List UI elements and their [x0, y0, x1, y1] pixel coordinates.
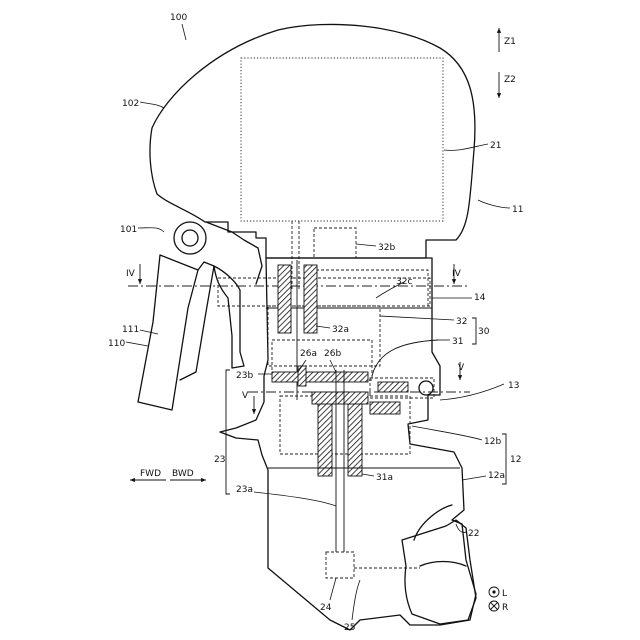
lead-22 [456, 524, 466, 533]
gear-31a-right [348, 400, 362, 476]
label-32b: 32b [378, 243, 395, 253]
lead-102 [140, 102, 164, 108]
label-111: 111 [122, 325, 139, 335]
shift-pivot [419, 381, 433, 395]
lead-32b [356, 244, 376, 246]
label-30: 30 [478, 327, 490, 337]
label-31: 31 [452, 337, 463, 347]
propeller-22 [402, 520, 476, 624]
bracket-upper [206, 222, 262, 284]
lead-32 [380, 316, 454, 320]
label-L: L [502, 589, 507, 599]
lead-21 [444, 144, 488, 150]
section-mark-iv-right: IV [452, 269, 462, 279]
gear-26-horizontal [272, 372, 368, 382]
lead-11 [478, 200, 510, 208]
label-31a: 31a [376, 473, 393, 483]
gear-upper-block [312, 392, 368, 404]
label-32c: 32c [396, 277, 412, 287]
label-25: 25 [344, 623, 355, 633]
label-32a: 32a [332, 325, 349, 335]
shift-assembly-13 [378, 382, 408, 392]
clamp-bracket-111 [138, 255, 198, 410]
label-13: 13 [508, 381, 519, 391]
lead-32a [316, 326, 330, 328]
lead-101 [138, 228, 164, 232]
dot-in-circle-center [492, 590, 495, 593]
swivel-bracket-front [214, 266, 244, 368]
label-23b: 23b [236, 371, 253, 381]
label-26b: 26b [324, 349, 341, 359]
gear-box-24 [326, 552, 354, 578]
brace-23 [226, 370, 230, 494]
label-102: 102 [122, 99, 139, 109]
label-R: R [502, 603, 508, 613]
gear-26a [298, 366, 306, 386]
lead-100 [182, 24, 186, 40]
label-110: 110 [108, 339, 125, 349]
lead-25 [352, 580, 360, 620]
brace-30 [472, 318, 476, 344]
label-22: 22 [468, 529, 479, 539]
tilt-pivot-outer [174, 222, 206, 254]
engine-cover-outline [150, 24, 475, 258]
clamp-bracket-inner [180, 262, 214, 380]
label-32: 32 [456, 317, 467, 327]
gear-32a-right [304, 265, 317, 333]
label-12a: 12a [488, 471, 505, 481]
direction-z1: Z1 [504, 37, 516, 47]
label-12b: 12b [484, 437, 501, 447]
part-32b-box [314, 228, 356, 258]
label-24: 24 [320, 603, 332, 613]
section-mark-v-left: V [242, 391, 249, 401]
tilt-pivot-inner [182, 230, 198, 246]
section-mark-v-right: V [458, 363, 465, 373]
lead-111 [140, 330, 158, 334]
label-101: 101 [120, 225, 137, 235]
gear-31a-left [318, 400, 332, 476]
label-11: 11 [512, 205, 523, 215]
propeller-blade-lower [420, 562, 466, 567]
shift-gear-lower [370, 402, 400, 414]
label-23: 23 [214, 455, 225, 465]
lead-24 [330, 578, 336, 600]
label-14: 14 [474, 293, 486, 303]
lead-31a [362, 474, 374, 476]
direction-bwd: BWD [172, 469, 194, 479]
direction-z2: Z2 [504, 75, 516, 85]
lead-31-hook [372, 340, 438, 376]
gear-32a-left [278, 265, 291, 333]
label-12: 12 [510, 455, 521, 465]
lead-23a [254, 492, 336, 506]
label-23a: 23a [236, 485, 253, 495]
lead-12b [412, 426, 482, 440]
part-32c-box [316, 270, 428, 308]
label-21: 21 [490, 141, 501, 151]
section-mark-iv-left: IV [126, 269, 136, 279]
label-26a: 26a [300, 349, 317, 359]
lead-12a [462, 476, 486, 480]
lead-110 [126, 342, 148, 346]
direction-fwd: FWD [140, 469, 161, 479]
label-100: 100 [170, 13, 187, 23]
engine-box [241, 58, 443, 221]
